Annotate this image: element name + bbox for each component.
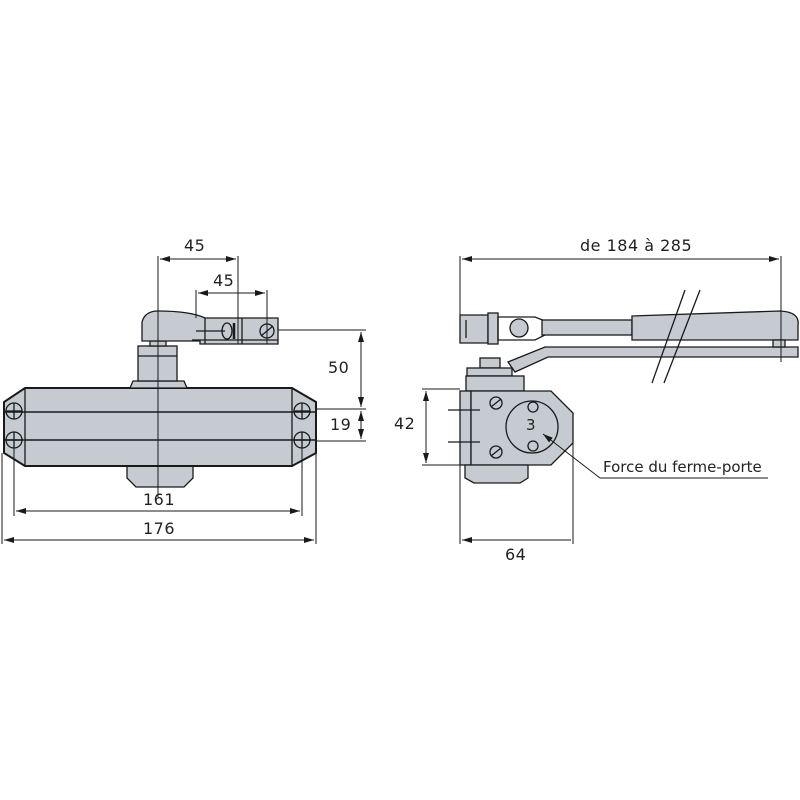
dim-arm-offset: 45 bbox=[184, 236, 206, 255]
dim-arm-height: 50 bbox=[328, 358, 350, 377]
dim-hole-spacing-h: 161 bbox=[143, 490, 176, 509]
closer-body bbox=[3, 387, 317, 467]
side-view bbox=[422, 256, 799, 544]
screw-icon bbox=[489, 396, 503, 459]
dim-depth: 64 bbox=[505, 545, 527, 564]
dim-shoe-width: 45 bbox=[213, 271, 235, 290]
mounting-hole-icon bbox=[5, 402, 311, 449]
dim-total-length: 176 bbox=[143, 519, 176, 538]
upper-arm bbox=[459, 314, 489, 344]
front-arm bbox=[141, 310, 279, 345]
force-value: 3 bbox=[526, 416, 537, 434]
force-label: Force du ferme-porte bbox=[603, 458, 762, 476]
dim-body-height: 42 bbox=[394, 414, 416, 433]
dim-hole-spacing-v: 19 bbox=[330, 415, 352, 434]
side-spindle-top bbox=[479, 357, 501, 369]
front-view bbox=[1, 256, 366, 544]
dim-arm-length-range: de 184 à 285 bbox=[580, 236, 693, 255]
lower-arm bbox=[506, 346, 799, 373]
body-bottom-cap bbox=[126, 463, 194, 488]
